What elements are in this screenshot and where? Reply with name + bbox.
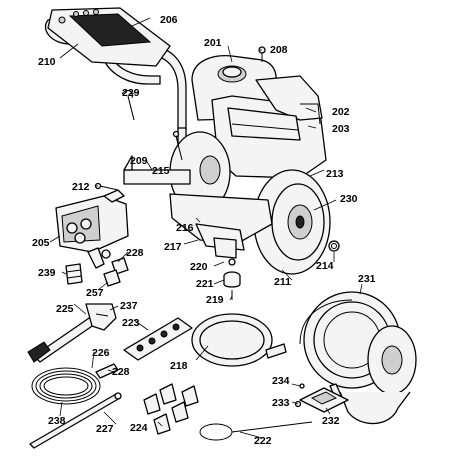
callout-229: 229 bbox=[122, 87, 140, 99]
base-frame bbox=[123, 155, 273, 259]
callout-228-pump: 228 bbox=[126, 247, 144, 259]
callout-234: 234 bbox=[272, 375, 290, 387]
axle-nut bbox=[328, 240, 340, 252]
callout-233: 233 bbox=[272, 397, 290, 409]
callout-225: 225 bbox=[56, 303, 74, 315]
callout-216: 216 bbox=[176, 222, 194, 234]
callout-214: 214 bbox=[316, 260, 334, 272]
quick-connect bbox=[65, 263, 83, 285]
callout-222: 222 bbox=[254, 435, 272, 447]
lance bbox=[29, 392, 122, 449]
bolt-229 bbox=[121, 90, 135, 121]
hose-reel bbox=[299, 291, 417, 425]
callout-202: 202 bbox=[332, 106, 350, 118]
cleaning-tool bbox=[199, 421, 313, 441]
callout-219: 219 bbox=[206, 294, 224, 306]
callout-210: 210 bbox=[38, 56, 56, 68]
callout-206: 206 bbox=[160, 14, 178, 26]
wheel-front bbox=[253, 169, 331, 275]
callout-215: 215 bbox=[152, 165, 170, 177]
nozzles bbox=[143, 383, 199, 435]
control-panel bbox=[47, 7, 171, 67]
callout-218: 218 bbox=[170, 360, 188, 372]
bolt-212 bbox=[94, 182, 119, 191]
callout-213: 213 bbox=[326, 168, 344, 180]
callout-228-hose: 228 bbox=[112, 366, 130, 378]
callout-230: 230 bbox=[340, 193, 358, 205]
callout-231: 231 bbox=[358, 273, 376, 285]
nozzle-holder bbox=[123, 317, 193, 361]
callout-237: 237 bbox=[120, 300, 138, 312]
callout-238: 238 bbox=[48, 415, 66, 427]
callout-205: 205 bbox=[32, 237, 50, 249]
pump-fittings bbox=[103, 257, 129, 287]
callout-211: 211 bbox=[274, 276, 291, 288]
callout-226: 226 bbox=[92, 347, 110, 359]
callout-203: 203 bbox=[332, 123, 350, 135]
callout-224: 224 bbox=[130, 422, 148, 434]
callout-232: 232 bbox=[322, 415, 340, 427]
callout-217: 217 bbox=[164, 241, 182, 253]
spray-gun bbox=[27, 303, 117, 363]
callout-223: 223 bbox=[122, 317, 140, 329]
foot-bumper bbox=[223, 258, 241, 300]
callout-221: 221 bbox=[196, 278, 214, 290]
fastener-215 bbox=[172, 130, 183, 161]
callout-227: 227 bbox=[96, 423, 114, 435]
pump bbox=[55, 189, 129, 269]
callout-201: 201 bbox=[204, 37, 222, 49]
callout-212: 212 bbox=[72, 181, 90, 193]
callout-labels: 206 210 201 208 202 203 229 209 215 212 … bbox=[32, 14, 376, 447]
hose-coil bbox=[31, 363, 119, 405]
leader-lines bbox=[49, 17, 363, 439]
callout-208: 208 bbox=[270, 44, 288, 56]
callout-257: 257 bbox=[86, 287, 104, 299]
reel-bracket bbox=[294, 383, 349, 413]
callout-239: 239 bbox=[38, 267, 56, 279]
callout-209: 209 bbox=[130, 155, 148, 167]
garden-hose bbox=[191, 313, 287, 367]
callout-220: 220 bbox=[190, 261, 208, 273]
